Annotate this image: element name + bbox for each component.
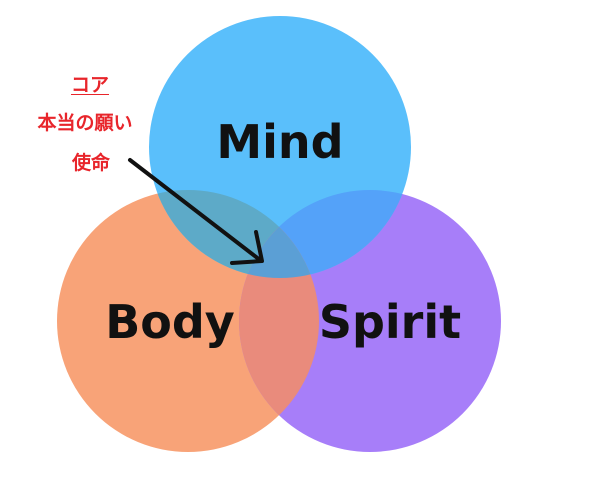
pointer-arrow (128, 158, 264, 265)
annotation-title: コア (70, 74, 109, 96)
arrow-shaft (128, 158, 262, 262)
body-label: Body (105, 295, 235, 349)
mind-label: Mind (216, 115, 343, 169)
annotation-line-1: 本当の願い (37, 112, 133, 134)
spirit-label: Spirit (319, 295, 461, 349)
arrow-head (230, 230, 264, 265)
annotation-line-2: 使命 (71, 152, 110, 174)
mind-spirit-overlap (239, 190, 411, 278)
